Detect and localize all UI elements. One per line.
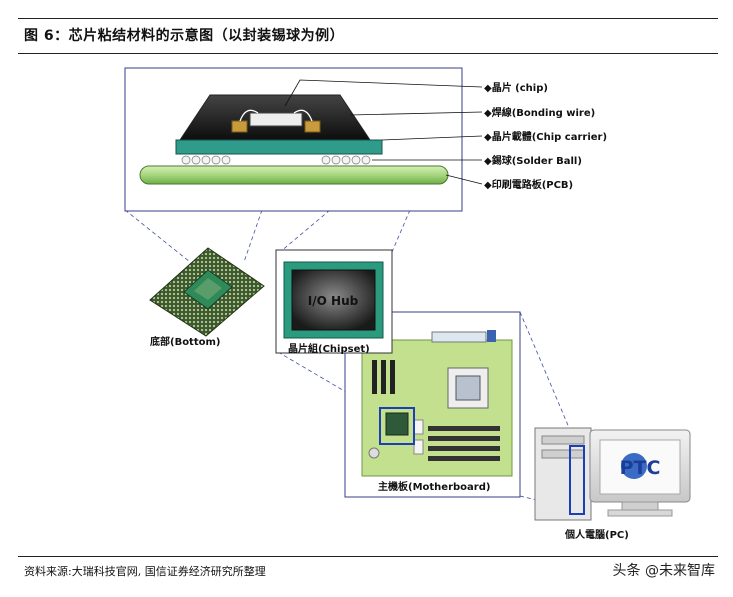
io-hub-label: I/O Hub [308,294,359,308]
callout-solder-ball: ◆錫球(Solder Ball) [484,154,582,167]
monitor [589,429,691,517]
callout-pcb: ◆印刷電路板(PCB) [484,178,573,191]
figure-title: 图 6：芯片粘结材料的示意图（以封装锡球为例） [24,28,345,44]
callout-chip: ◆晶片 (chip) [484,81,548,94]
io-hub-chip [283,261,384,339]
chipset-label: 晶片組(Chipset) [288,342,370,355]
pc-label: 個人電腦(PC) [564,528,629,541]
watermark: 头条 @未来智库 [612,563,715,579]
bottom-rule [18,556,718,557]
solder-balls [181,155,371,165]
source-note: 资料来源:大瑞科技官网, 国信证券经济研究所整理 [24,565,266,578]
motherboard [361,330,513,477]
callout-leaders [284,79,483,185]
ptc-logo: PTC [620,457,661,479]
callout-chip-carrier: ◆晶片載體(Chip carrier) [484,130,607,143]
top-rule [18,18,718,19]
bottom-label: 底部(Bottom) [150,335,220,348]
bga-package-bottom [149,247,265,337]
title-rule [18,53,718,54]
chip-cross-section [139,94,449,185]
callout-bonding-wire: ◆焊線(Bonding wire) [484,106,595,119]
pc-tower [534,427,592,521]
motherboard-label: 主機板(Motherboard) [378,480,490,493]
